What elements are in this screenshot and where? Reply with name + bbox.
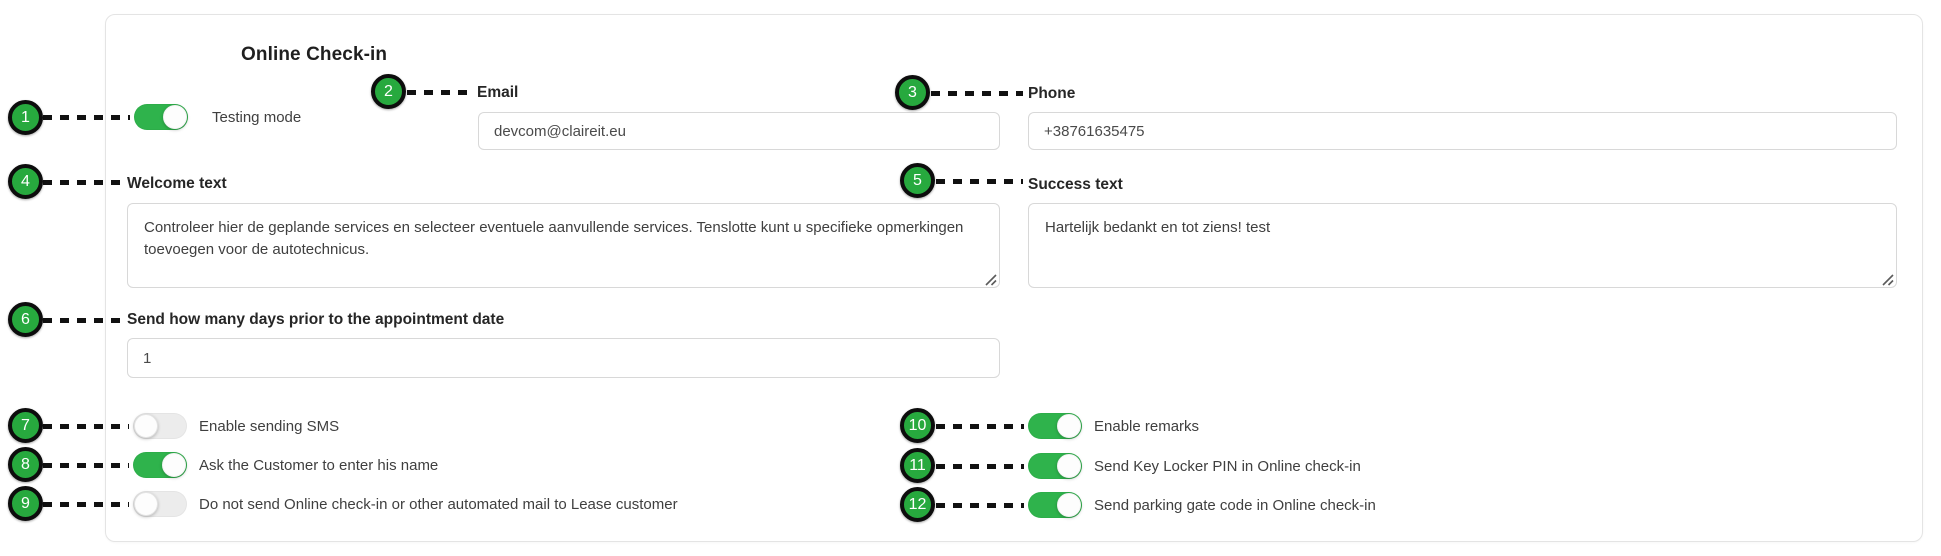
- success-text-label: Success text: [1028, 176, 1123, 193]
- annotation-line-9: [43, 502, 129, 507]
- annotation-line-3: [931, 91, 1023, 96]
- toggle-knob: [1057, 493, 1081, 517]
- testing-mode-toggle-row: Testing mode: [134, 104, 301, 130]
- enable-sms-label: Enable sending SMS: [199, 417, 340, 435]
- annotation-marker-8: 8: [8, 447, 43, 482]
- toggle-knob: [163, 105, 187, 129]
- annotation-marker-7: 7: [8, 408, 43, 443]
- toggle-knob: [1057, 414, 1081, 438]
- phone-field[interactable]: [1028, 112, 1897, 150]
- annotation-marker-11: 11: [900, 448, 935, 483]
- days-prior-field[interactable]: [127, 338, 1000, 378]
- enable-remarks-toggle-row: Enable remarks: [1028, 413, 1199, 439]
- annotation-line-11: [936, 464, 1024, 469]
- enable-remarks-label: Enable remarks: [1094, 417, 1200, 435]
- parking-gate-code-toggle-row: Send parking gate code in Online check-i…: [1028, 492, 1376, 518]
- phone-label: Phone: [1028, 85, 1076, 102]
- success-text-area[interactable]: Hartelijk bedankt en tot ziens! test: [1028, 203, 1897, 288]
- annotation-line-1: [43, 115, 130, 120]
- key-locker-pin-toggle-row: Send Key Locker PIN in Online check-in: [1028, 453, 1361, 479]
- annotation-marker-4: 4: [8, 164, 43, 199]
- testing-mode-toggle[interactable]: [134, 104, 188, 130]
- enable-sms-toggle[interactable]: [133, 413, 187, 439]
- days-prior-label: Send how many days prior to the appointm…: [127, 311, 505, 328]
- enable-remarks-toggle[interactable]: [1028, 413, 1082, 439]
- key-locker-pin-toggle[interactable]: [1028, 453, 1082, 479]
- ask-customer-name-toggle[interactable]: [133, 452, 187, 478]
- annotation-marker-2: 2: [371, 74, 406, 109]
- annotation-line-8: [43, 463, 129, 468]
- annotation-line-2: [407, 90, 470, 95]
- annotation-line-12: [936, 503, 1024, 508]
- welcome-text-area[interactable]: Controleer hier de geplande services en …: [127, 203, 1000, 288]
- toggle-knob: [134, 492, 158, 516]
- annotation-line-4: [43, 180, 122, 185]
- annotation-line-6: [43, 318, 122, 323]
- annotation-line-5: [936, 179, 1023, 184]
- toggle-knob: [1057, 454, 1081, 478]
- page-title: Online Check-in: [241, 44, 388, 65]
- annotation-marker-3: 3: [895, 75, 930, 110]
- email-label: Email: [477, 84, 519, 101]
- toggle-knob: [162, 453, 186, 477]
- annotation-marker-1: 1: [8, 100, 43, 135]
- annotation-line-7: [43, 424, 129, 429]
- annotation-marker-12: 12: [900, 487, 935, 522]
- ask-customer-name-label: Ask the Customer to enter his name: [199, 456, 439, 474]
- lease-customer-toggle[interactable]: [133, 491, 187, 517]
- annotation-marker-10: 10: [900, 408, 935, 443]
- welcome-text-label: Welcome text: [127, 175, 227, 192]
- lease-customer-label: Do not send Online check-in or other aut…: [199, 495, 678, 513]
- toggle-knob: [134, 414, 158, 438]
- lease-customer-toggle-row: Do not send Online check-in or other aut…: [133, 491, 678, 517]
- annotation-line-10: [936, 424, 1024, 429]
- annotation-marker-9: 9: [8, 486, 43, 521]
- email-field[interactable]: [478, 112, 1000, 150]
- annotation-marker-5: 5: [900, 163, 935, 198]
- parking-gate-code-toggle[interactable]: [1028, 492, 1082, 518]
- testing-mode-label: Testing mode: [212, 108, 302, 126]
- key-locker-pin-label: Send Key Locker PIN in Online check-in: [1094, 457, 1361, 475]
- parking-gate-code-label: Send parking gate code in Online check-i…: [1094, 496, 1376, 514]
- enable-sms-toggle-row: Enable sending SMS: [133, 413, 339, 439]
- ask-customer-name-toggle-row: Ask the Customer to enter his name: [133, 452, 438, 478]
- annotation-marker-6: 6: [8, 302, 43, 337]
